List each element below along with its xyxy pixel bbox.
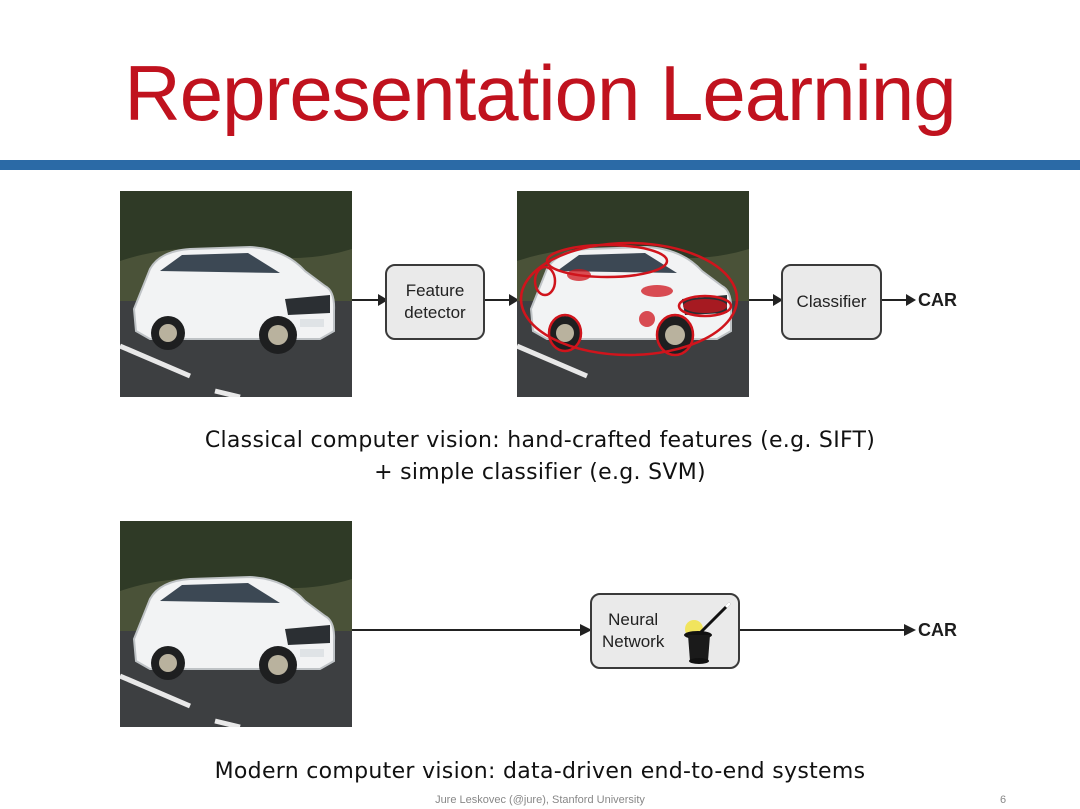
arrow-6 (740, 624, 916, 636)
arrow-2 (485, 294, 519, 306)
arrow-1 (352, 294, 388, 306)
magic-hat-icon (684, 601, 732, 664)
car-photo-modern (120, 521, 352, 727)
nn-box-line2: Network (602, 632, 665, 651)
title-divider (0, 160, 1080, 170)
classical-caption-line2: + simple classifier (e.g. SVM) (374, 460, 706, 485)
classifier-box-label: Classifier (796, 292, 867, 311)
arrow-4 (882, 294, 916, 306)
arrow-5 (352, 624, 592, 636)
feature-box-line1: Feature (405, 281, 465, 300)
feature-detector-box: Feature detector (385, 264, 485, 340)
classical-output-label: CAR (918, 290, 957, 310)
nn-box-line1: Neural (608, 610, 659, 629)
modern-caption: Modern computer vision: data-driven end-… (214, 759, 866, 784)
car-photo-classical (120, 191, 352, 397)
classical-caption-line1: Classical computer vision: hand-crafted … (204, 428, 876, 453)
footer-credit: Jure Leskovec (@jure), Stanford Universi… (435, 794, 645, 806)
arrow-3 (749, 294, 783, 306)
classifier-box: Classifier (781, 264, 882, 340)
page-number: 6 (1000, 794, 1007, 806)
modern-output-label: CAR (918, 620, 957, 640)
slide-title: Representation Learning (124, 49, 956, 137)
feature-box-line2: detector (404, 303, 466, 322)
car-photo-features (517, 191, 749, 397)
neural-network-box: Neural Network (590, 593, 740, 669)
